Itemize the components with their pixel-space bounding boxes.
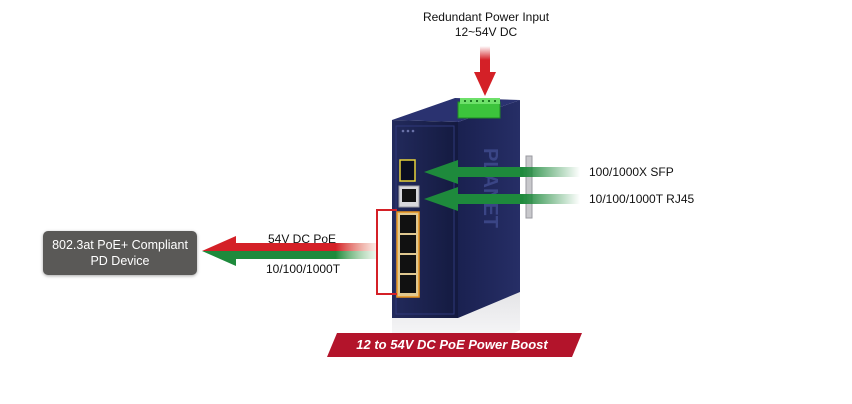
pd-device-line2: PD Device <box>90 254 150 268</box>
poe-port-highlight <box>376 209 397 295</box>
poe-ports <box>400 215 416 293</box>
status-led <box>411 129 415 133</box>
banner-background <box>327 333 582 357</box>
power-terminal-block <box>457 101 501 119</box>
power-boost-banner: 12 to 54V DC PoE Power Boost <box>327 333 577 357</box>
poe-power-arrow-shaft <box>232 243 376 251</box>
sfp-arrow-shaft <box>452 167 580 177</box>
power-terminal-top <box>460 98 500 104</box>
rj45-input-label: 10/100/1000T RJ45 <box>589 192 695 206</box>
brand-logo: PLANET <box>479 148 501 228</box>
redundant-power-label: Redundant Power Input 12~54V DC <box>400 10 572 40</box>
redundant-power-voltage: 12~54V DC <box>454 25 518 39</box>
rj45-uplink-socket <box>402 189 416 202</box>
rj45-arrow-shaft <box>452 194 580 204</box>
status-led <box>406 129 410 133</box>
device-side-face <box>458 100 520 318</box>
data-arrow-head <box>202 251 236 266</box>
din-rail-clip <box>525 155 533 219</box>
sfp-port <box>399 159 416 182</box>
pd-device-box: 802.3at PoE+ Compliant PD Device <box>43 231 197 275</box>
status-led <box>401 129 405 133</box>
sfp-arrow-head <box>424 160 458 184</box>
poe-power-arrow-head <box>202 236 236 251</box>
redundant-power-title: Redundant Power Input <box>422 10 550 24</box>
power-input-arrow-head <box>474 72 496 96</box>
data-arrow-shaft <box>232 251 376 259</box>
poe-output-label: 54V DC PoE <box>268 232 337 246</box>
data-output-label: 10/100/1000T <box>266 262 341 276</box>
pd-device-line1: 802.3at PoE+ Compliant <box>52 238 188 252</box>
rj45-arrow-head <box>424 187 458 211</box>
power-input-arrow-shaft <box>480 46 490 74</box>
device-front-panel <box>395 125 455 315</box>
sfp-input-label: 100/1000X SFP <box>589 165 674 179</box>
terminal-pins <box>464 100 496 102</box>
power-boost-banner-text: 12 to 54V DC PoE Power Boost <box>356 337 548 352</box>
